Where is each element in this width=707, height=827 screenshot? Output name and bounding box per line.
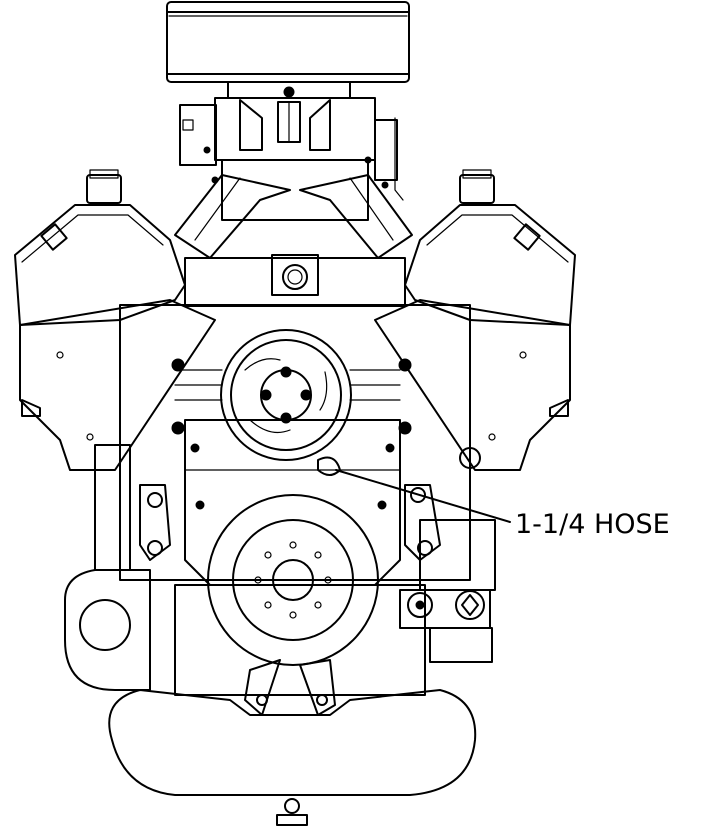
oil-pan bbox=[108, 689, 477, 826]
crankshaft-pulley bbox=[207, 494, 379, 666]
right-bracket bbox=[404, 484, 441, 561]
callout-leader-line bbox=[335, 469, 511, 523]
left-cylinder-head bbox=[14, 169, 216, 471]
water-pump bbox=[171, 329, 412, 476]
lower-housing bbox=[64, 569, 151, 691]
hose-callout: 1-1/4 HOSE bbox=[335, 469, 670, 540]
fuel-pump bbox=[399, 519, 496, 663]
carburetor bbox=[179, 86, 404, 201]
air-cleaner bbox=[166, 1, 410, 99]
left-bracket bbox=[94, 444, 171, 571]
callout-label: 1-1/4 HOSE bbox=[515, 509, 670, 540]
intake-manifold bbox=[174, 159, 413, 307]
